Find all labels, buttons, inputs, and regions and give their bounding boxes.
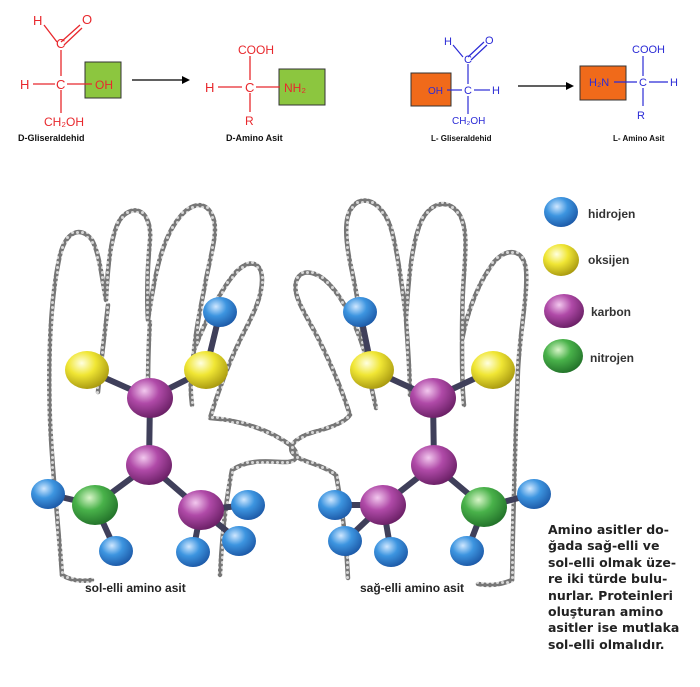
l-amino-nh2-box [579, 65, 627, 101]
legend-carbon-swatch [544, 294, 584, 328]
right-carbon-atom-3 [360, 485, 406, 525]
left-oxygen-atom-2 [184, 351, 228, 389]
d-gly-left-h: H [20, 77, 29, 92]
legend-oxygen-label: oksijen [588, 253, 629, 267]
left-hydrogen-atom-1 [203, 297, 237, 327]
right-oxygen-atom-1 [350, 351, 394, 389]
left-hydrogen-atom-2 [31, 479, 65, 509]
l-glyceraldehyde-formula: H O C OH C H CH₂OH L- Gliseraldehid [410, 35, 500, 143]
left-oxygen-atom-1 [65, 351, 109, 389]
legend-carbon-label: karbon [591, 305, 631, 319]
legend-hydrogen-label: hidrojen [588, 207, 635, 221]
d-amino-name: D-Amino Asit [226, 133, 283, 143]
right-nitrogen-atom [461, 487, 507, 527]
l-gly-right-h: H [492, 85, 500, 97]
left-carbon-atom-3 [178, 490, 224, 530]
left-hand-caption: sol-elli amino asit [85, 581, 186, 595]
d-amino-left-h: H [205, 80, 214, 95]
right-carbon-atom-2 [411, 445, 457, 485]
d-gly-aldehyde-h: H [33, 13, 42, 28]
d-gly-oh-box [84, 61, 122, 99]
d-gly-carbon: C [56, 36, 65, 51]
legend-oxygen-swatch [543, 244, 579, 276]
l-reaction-arrow [518, 82, 574, 90]
l-gly-ch2oh: CH₂OH [452, 116, 485, 127]
l-gly-oh-box [410, 72, 452, 107]
l-amino-acid-formula: COOH H₂N C H R L- Amino Asit [579, 44, 678, 143]
d-gly-center-carbon: C [56, 77, 65, 92]
right-hydrogen-atom-6 [450, 536, 484, 566]
d-amino-carbon: C [245, 80, 254, 95]
left-nitrogen-atom [72, 485, 118, 525]
l-gly-center-carbon: C [464, 85, 472, 97]
d-gly-name: D-Gliseraldehid [18, 133, 85, 143]
left-hydrogen-atom-5 [222, 526, 256, 556]
left-hydrogen-atom-4 [176, 537, 210, 567]
l-amino-name: L- Amino Asit [613, 134, 665, 143]
right-hydrogen-atom-5 [517, 479, 551, 509]
d-glyceraldehyde-formula: H O C H C OH CH₂OH D-Gliseraldehid [18, 12, 122, 143]
right-hydrogen-atom-1 [343, 297, 377, 327]
legend-hydrogen-swatch [544, 197, 578, 227]
atom-legend: hidrojen oksijen karbon nitrojen [543, 197, 635, 373]
right-hand-outline [289, 198, 529, 588]
l-gly-carbon: C [464, 54, 472, 66]
d-gly-ch2oh: CH₂OH [44, 115, 84, 129]
left-molecule [31, 297, 265, 567]
d-amino-acid-formula: COOH H C NH₂ R D-Amino Asit [205, 43, 326, 143]
l-amino-cooh: COOH [632, 44, 665, 56]
l-gly-oh: OH [428, 86, 443, 97]
right-carbon-atom-1 [410, 378, 456, 418]
l-amino-right-h: H [670, 77, 678, 89]
d-reaction-arrow [132, 76, 190, 84]
right-molecule [318, 297, 551, 567]
left-carbon-atom-2 [126, 445, 172, 485]
l-gly-aldehyde-h: H [444, 36, 452, 48]
d-amino-r: R [245, 114, 254, 128]
d-amino-nh2: NH₂ [284, 81, 306, 95]
left-hydrogen-atom-3 [99, 536, 133, 566]
legend-nitrogen-swatch [543, 339, 583, 373]
d-amino-cooh: COOH [238, 43, 274, 57]
d-gly-aldehyde-o: O [82, 12, 92, 27]
right-hand-caption: sağ-elli amino asit [360, 581, 464, 595]
d-gly-oh: OH [95, 78, 113, 92]
l-gly-name: L- Gliseraldehid [431, 134, 492, 143]
right-hydrogen-atom-4 [374, 537, 408, 567]
l-amino-carbon: C [639, 77, 647, 89]
left-hydrogen-atom-6 [231, 490, 265, 520]
legend-nitrogen-label: nitrojen [590, 351, 634, 365]
l-amino-r: R [637, 110, 645, 122]
explanation-note: Amino asitler do- ğada sağ-elli ve sol-e… [548, 522, 680, 652]
left-hand-outline [47, 203, 299, 584]
left-carbon-atom-1 [127, 378, 173, 418]
right-oxygen-atom-2 [471, 351, 515, 389]
right-hydrogen-atom-2 [318, 490, 352, 520]
right-hydrogen-atom-3 [328, 526, 362, 556]
l-amino-nh2: H₂N [589, 77, 609, 89]
l-gly-aldehyde-o: O [485, 35, 494, 47]
